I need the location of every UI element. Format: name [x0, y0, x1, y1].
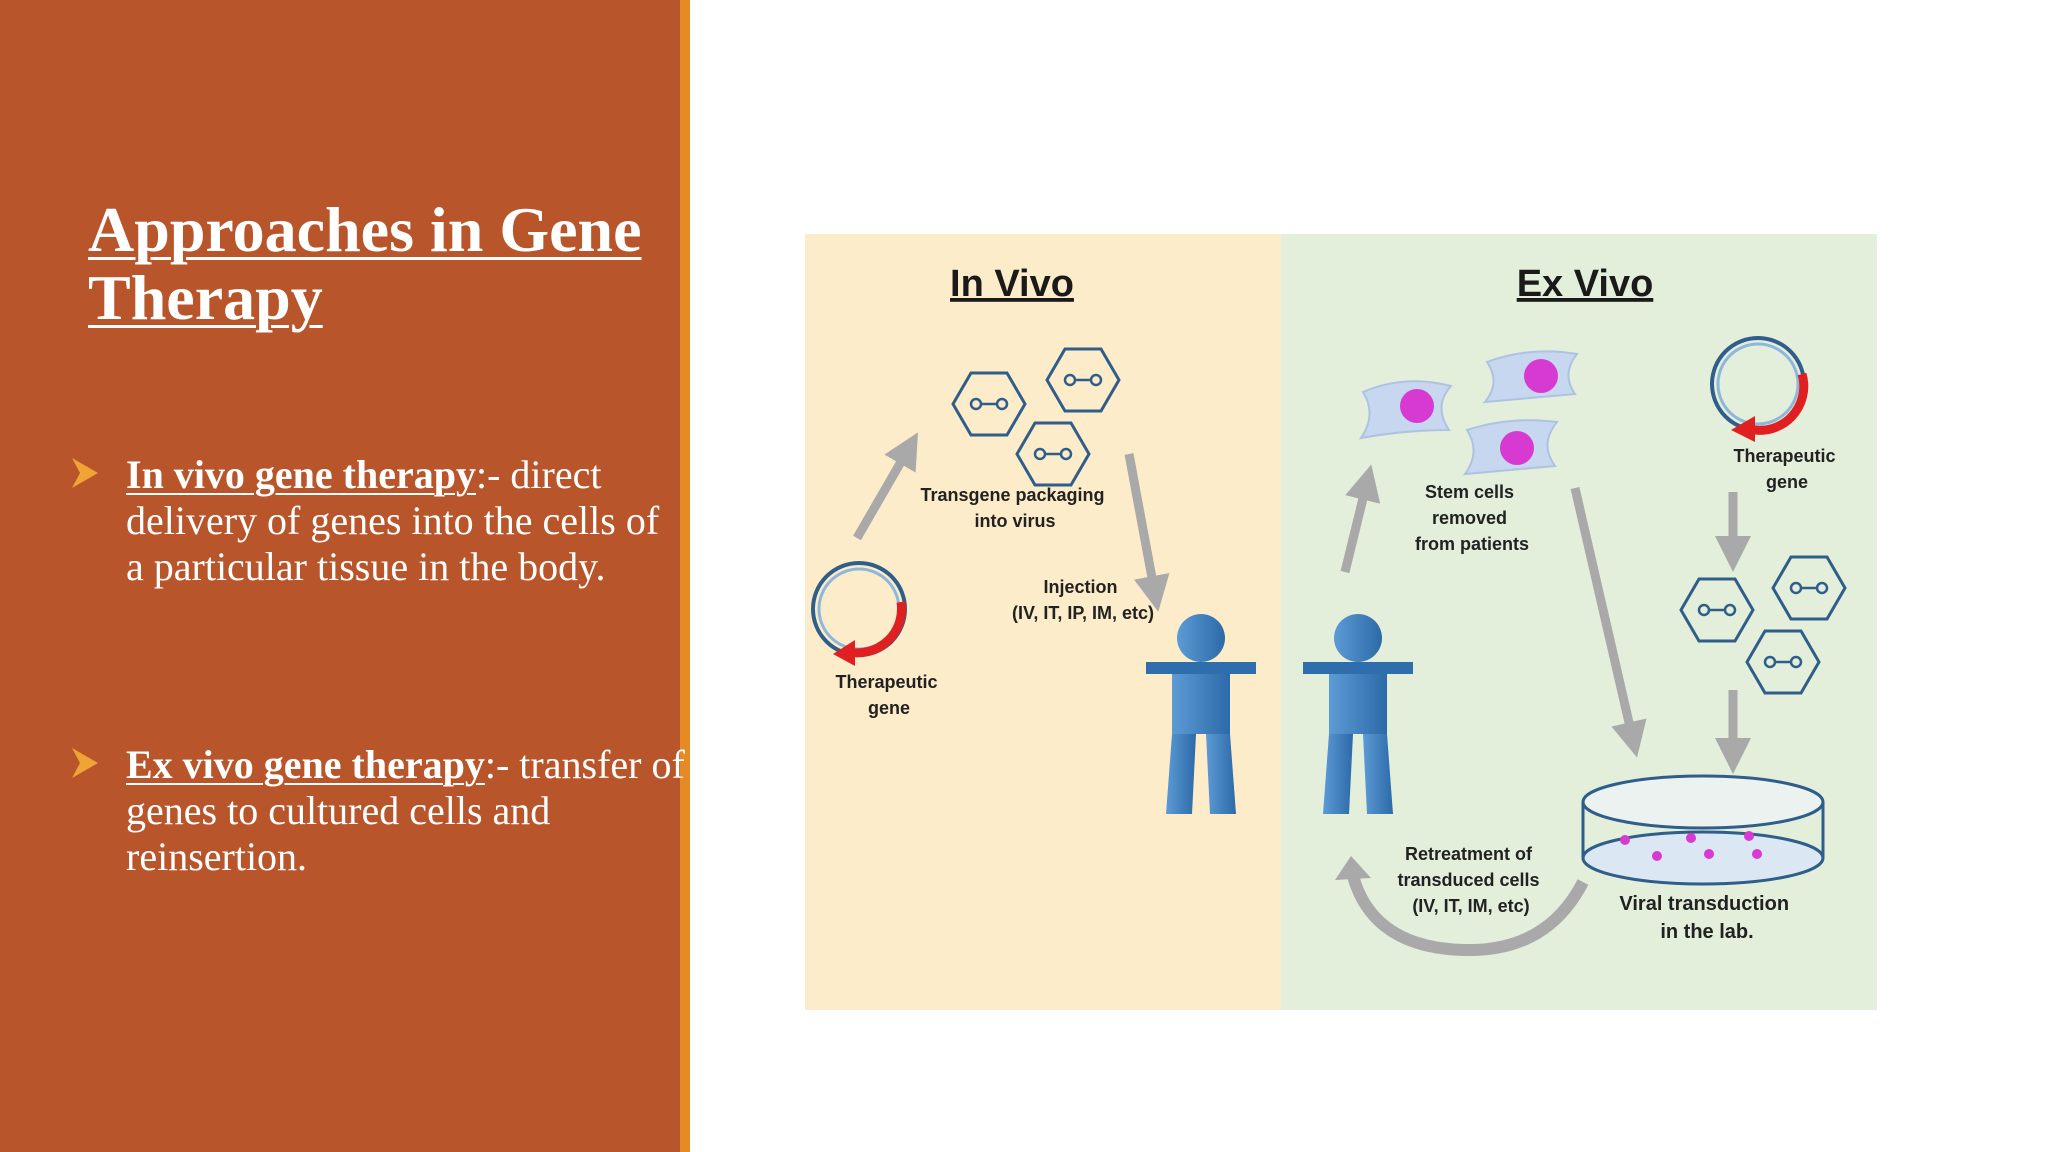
retreatment-label: Retreatment of transduced cells (IV, IT,…: [1397, 844, 1544, 916]
arrow-patient-to-stem-cells: [1340, 464, 1381, 574]
arrow-injection: [1124, 453, 1170, 612]
viral-transduction-label: Viral transduction in the lab.: [1619, 893, 1794, 943]
ex-vivo-title: Ex Vivo: [1517, 263, 1654, 305]
therapeutic-gene-plasmid-icon: [1710, 336, 1809, 442]
ex-vivo-gene-label: Therapeutic gene: [1733, 446, 1840, 492]
bullet-arrow-icon: [72, 458, 98, 488]
injection-label: Injection (IV, IT, IP, IM, etc): [1012, 577, 1154, 623]
therapeutic-gene-plasmid-icon: [811, 561, 907, 666]
transgene-label: Transgene packaging into virus: [920, 485, 1109, 531]
bullet-term: Ex vivo gene therapy: [126, 742, 485, 787]
slide-title: Approaches in Gene Therapy: [88, 194, 642, 333]
in-vivo-gene-label: Therapeutic gene: [835, 672, 942, 718]
left-panel: [0, 0, 688, 1152]
bullet-text: :- direct delivery of genes into the cel…: [126, 452, 660, 589]
petri-dish-icon: [1581, 774, 1825, 886]
retreatment-arrow: [1347, 874, 1589, 957]
stem-cell-icon: [1462, 419, 1559, 476]
arrow-stem-cells-to-dish: [1570, 486, 1647, 758]
stem-cell-icon: [1358, 380, 1453, 440]
gene-therapy-diagram: In Vivo Ex Vivo Therapeutic gene Transge…: [805, 234, 1877, 1010]
stem-cell-icon: [1482, 350, 1579, 404]
retreatment-arrowhead: [1335, 856, 1371, 880]
bullet-term: In vivo gene therapy: [126, 452, 476, 497]
stem-cells-label: Stem cells removed from patients: [1415, 482, 1529, 554]
bullet-text: :- transfer of genes to cultured cells a…: [126, 742, 685, 879]
accent-stripe: [680, 0, 690, 1152]
bullet-arrow-icon: [72, 748, 98, 778]
in-vivo-title: In Vivo: [950, 263, 1074, 305]
arrow-plasmid-to-virus: [853, 432, 919, 541]
